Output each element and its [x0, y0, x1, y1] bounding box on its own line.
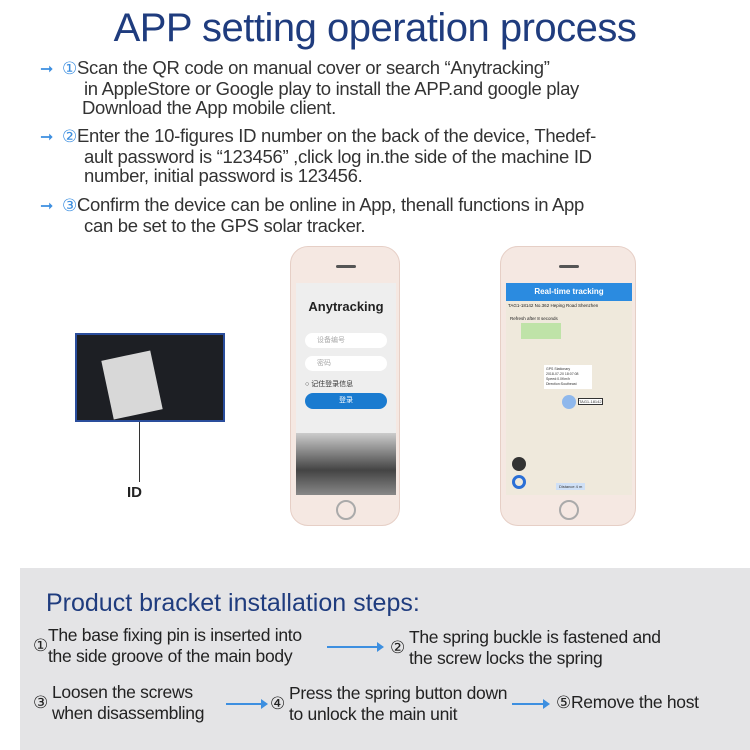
device-photo: [75, 333, 225, 422]
arrow-right-icon: [226, 699, 268, 709]
home-button: [336, 500, 356, 520]
locate-button[interactable]: [512, 475, 526, 489]
bracket-step-5: ⑤Remove the host: [556, 692, 699, 712]
city-image: [296, 433, 396, 495]
login-screen: Anytracking 设备编号 密码 ○ 记住登录信息 登录: [296, 283, 396, 495]
arrow-right-icon: [327, 642, 384, 652]
app-step-1: ➞①Scan the QR code on manual cover or se…: [40, 57, 580, 118]
username-input[interactable]: 设备编号: [305, 333, 387, 348]
remember-checkbox[interactable]: ○ 记住登录信息: [305, 381, 354, 388]
bracket-title: Product bracket installation steps:: [46, 589, 420, 617]
phone-tracking: Real-time tracking TAG1-18142 No.362 Hep…: [500, 246, 636, 526]
bracket-panel: [20, 568, 750, 750]
pointer-line: [139, 422, 140, 482]
login-button[interactable]: 登录: [305, 393, 387, 409]
direction-button[interactable]: [512, 457, 526, 471]
refresh-note: Refresh after 8 seconds: [510, 316, 558, 321]
app-step-2: ➞②Enter the 10-figures ID number on the …: [40, 125, 596, 186]
park: [521, 323, 561, 339]
tracking-header: Real-time tracking: [506, 283, 632, 301]
address: TAG1-18142 No.362 Heping Road Shenzhen: [508, 303, 599, 308]
app-logo: Anytracking: [308, 299, 384, 314]
arrow-right-icon: [512, 699, 550, 709]
page-title: APP setting operation process: [113, 6, 637, 50]
password-input[interactable]: 密码: [305, 356, 387, 371]
speaker: [336, 265, 356, 268]
location-marker[interactable]: [562, 395, 576, 409]
speaker: [559, 265, 579, 268]
marker-label: TAG1-18142: [578, 398, 603, 405]
home-button: [559, 500, 579, 520]
phone-login: Anytracking 设备编号 密码 ○ 记住登录信息 登录: [290, 246, 400, 526]
arrow-right-icon: ➞: [40, 61, 54, 78]
id-sticker: [101, 350, 163, 420]
distance-label: Distance 4 m: [556, 483, 586, 490]
arrow-right-icon: ➞: [40, 198, 54, 215]
app-step-3: ➞③Confirm the device can be online in Ap…: [40, 194, 585, 236]
tracking-screen: Real-time tracking TAG1-18142 No.362 Hep…: [506, 283, 632, 495]
arrow-right-icon: ➞: [40, 129, 54, 146]
id-label: ID: [127, 484, 142, 501]
